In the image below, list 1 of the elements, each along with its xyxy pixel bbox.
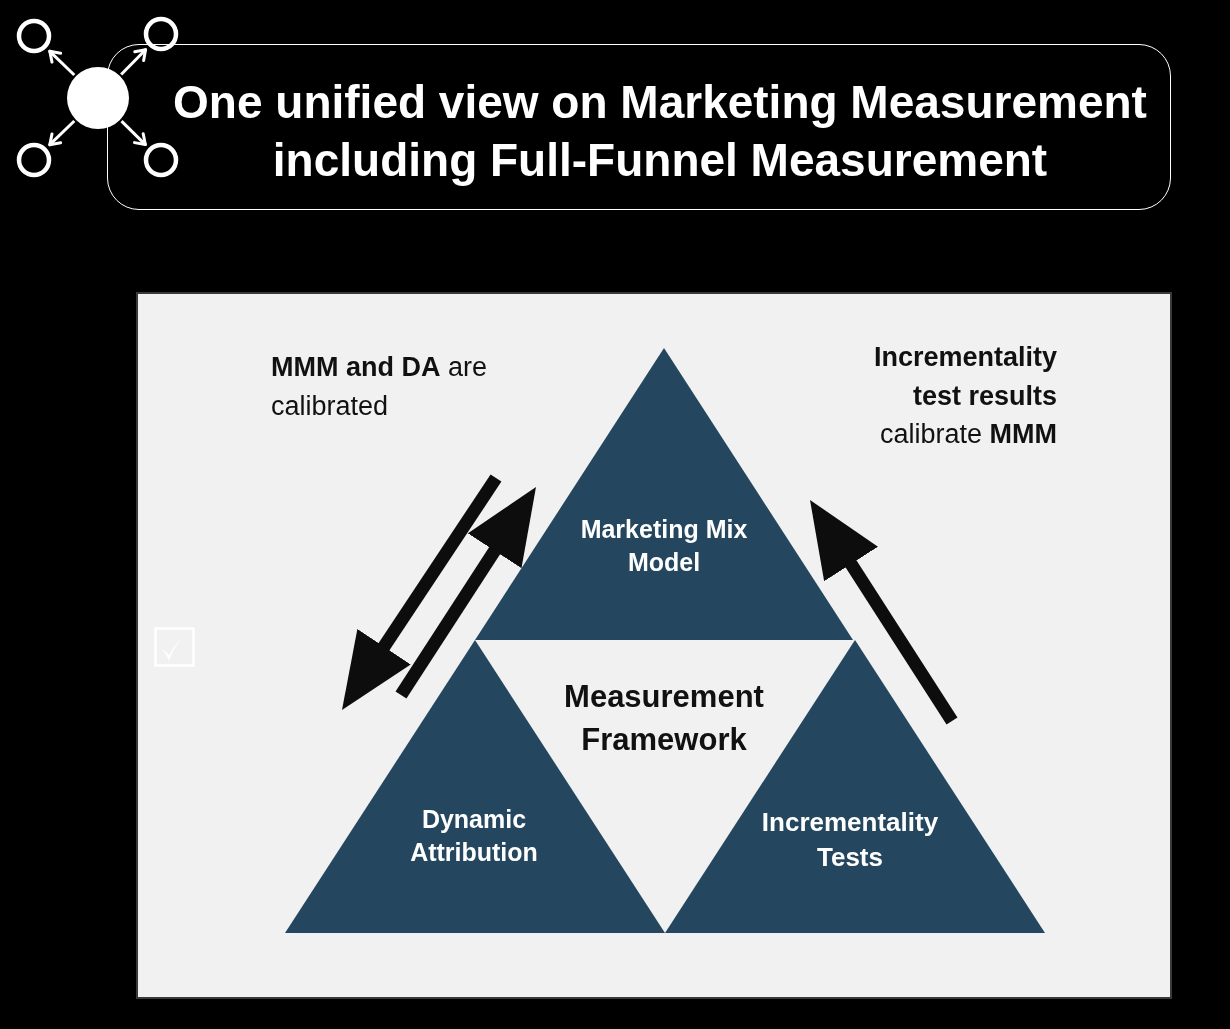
title: One unified view on Marketing Measurement including Full-Funnel Measurement: [172, 75, 1148, 188]
